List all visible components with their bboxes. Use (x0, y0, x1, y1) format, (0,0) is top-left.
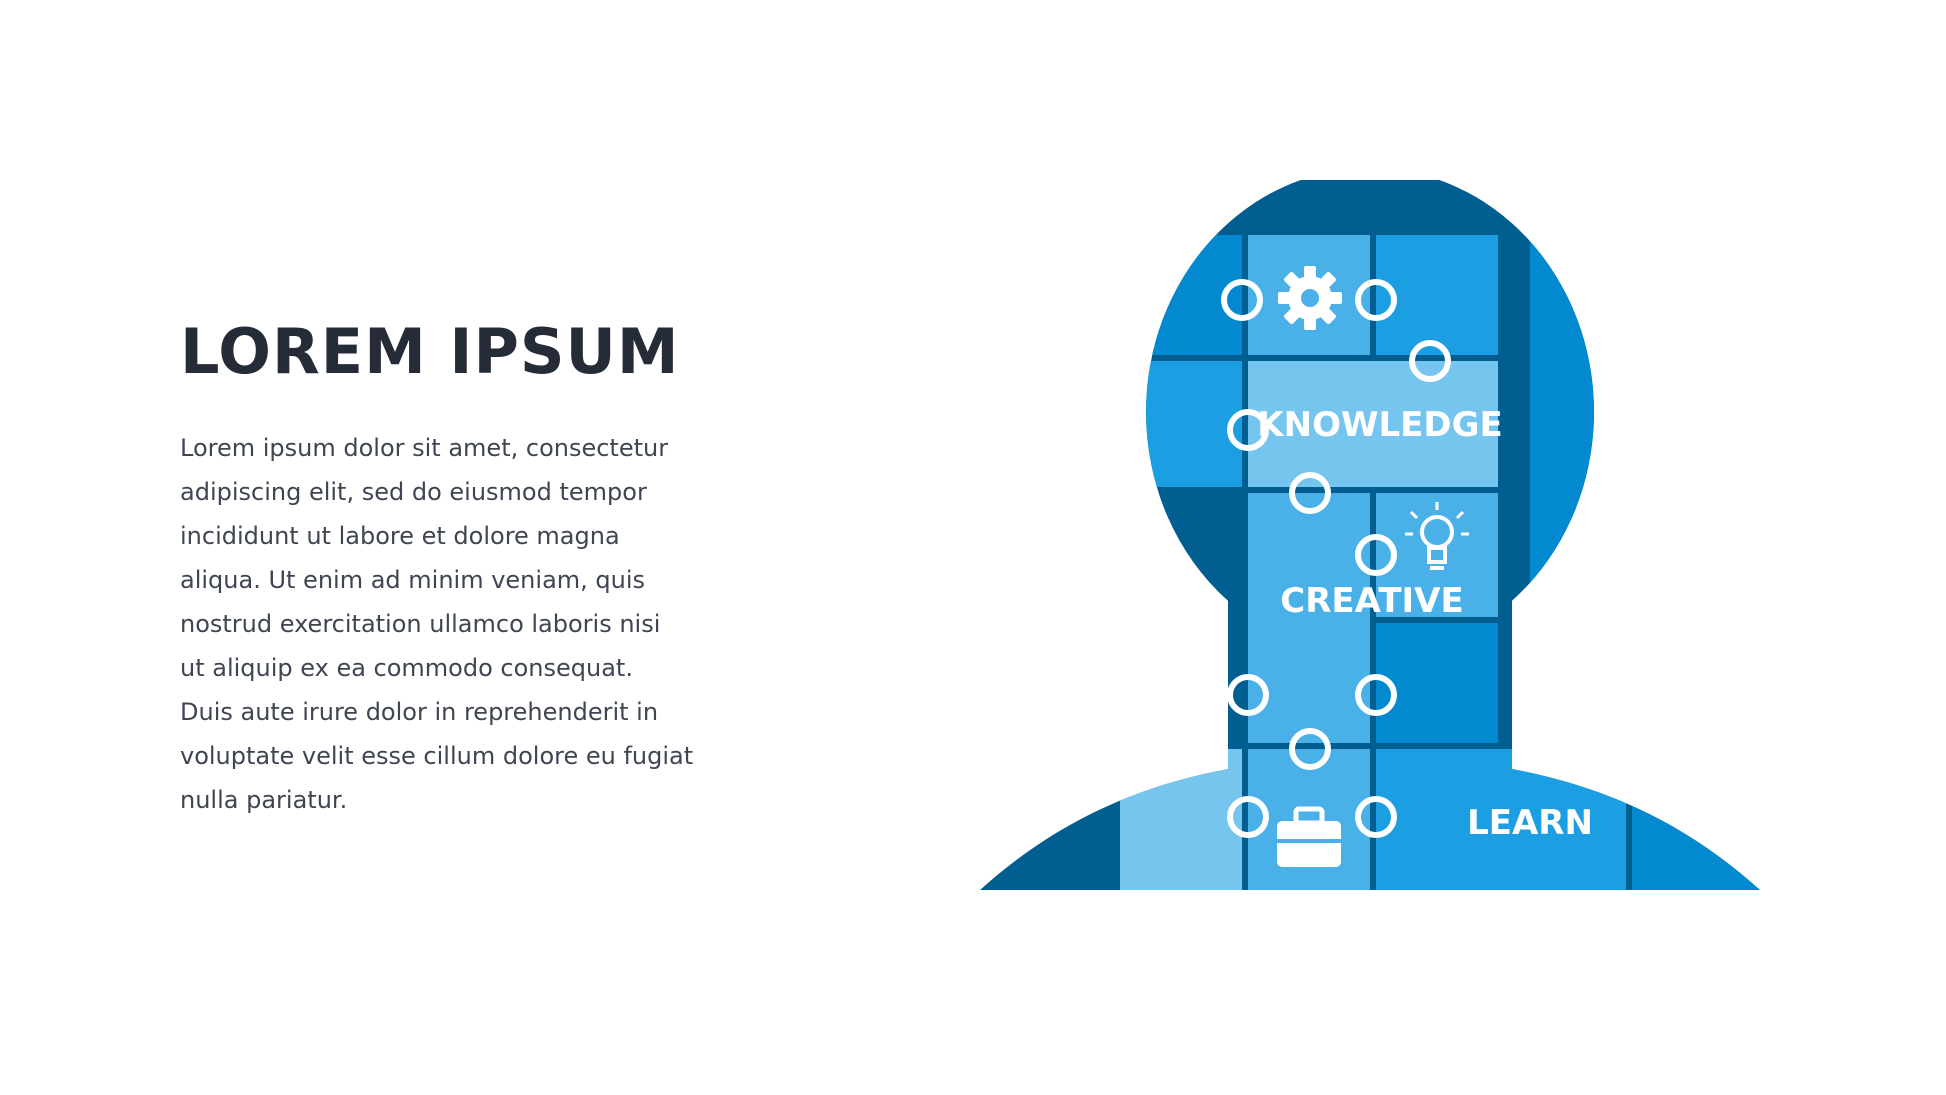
piece-r2c1 (1120, 361, 1242, 487)
puzzle-knobs (1221, 279, 1451, 838)
silhouette (980, 180, 1760, 890)
body-line: nostrud exercitation ullamco laboris nis… (180, 610, 661, 638)
piece-r3c1 (1120, 493, 1242, 743)
piece-creative (1248, 493, 1370, 743)
head-puzzle-svg: KNOWLEDGE CREATIVE LEARN (980, 180, 1760, 890)
body-line: aliqua. Ut enim ad minim veniam, quis (180, 566, 646, 594)
piece-r3c3b (1376, 623, 1498, 743)
label-learn: LEARN (1467, 803, 1593, 843)
knob (1227, 674, 1269, 716)
label-creative: CREATIVE (1280, 581, 1463, 621)
text-panel: LOREM IPSUM Lorem ipsum dolor sit amet, … (180, 310, 740, 822)
knob (1355, 279, 1397, 321)
body-line: Duis aute irure dolor in reprehenderit i… (180, 698, 659, 726)
body-line: nulla pariatur. (180, 786, 348, 814)
knob (1227, 796, 1269, 838)
knob (1355, 796, 1397, 838)
body-line: adipiscing elit, sed do eiusmod tempor (180, 478, 647, 506)
knob (1221, 279, 1263, 321)
body-line: incididunt ut labore et dolore magna (180, 522, 620, 550)
knob (1289, 728, 1331, 770)
piece-r4c1 (1120, 749, 1242, 890)
briefcase-icon (1277, 806, 1341, 867)
knob (1227, 409, 1269, 451)
slide-title: LOREM IPSUM (180, 315, 680, 388)
lightbulb-icon (1405, 502, 1469, 570)
slide-body: Lorem ipsum dolor sit amet, consectetur … (180, 426, 740, 822)
body-line: voluptate velit esse cillum dolore eu fu… (180, 742, 694, 770)
knob (1289, 472, 1331, 514)
piece-knowledge (1248, 361, 1498, 487)
head-right-band (1530, 210, 1760, 660)
label-knowledge: KNOWLEDGE (1257, 405, 1502, 445)
knob (1355, 674, 1397, 716)
head-puzzle-diagram: KNOWLEDGE CREATIVE LEARN (970, 180, 1770, 900)
body-line: ut aliquip ex ea commodo consequat. (180, 654, 633, 682)
knob (1355, 534, 1397, 576)
gear-icon (1278, 266, 1342, 330)
piece-r4c5 (1632, 749, 1760, 890)
body-line: Lorem ipsum dolor sit amet, consectetur (180, 434, 669, 462)
knob (1409, 340, 1451, 382)
